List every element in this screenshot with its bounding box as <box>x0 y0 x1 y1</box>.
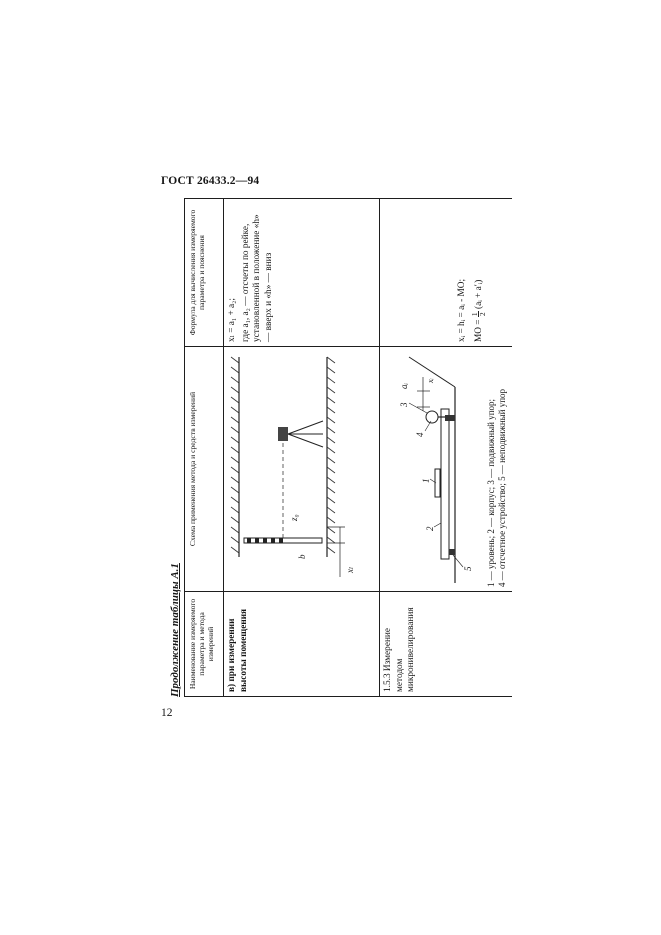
formula-room-height: xₗ = a₁ + a₂; где a₁, a₂ — отсчеты по ре… <box>223 198 380 347</box>
document-code-header: ГОСТ 26433.2—94 <box>161 175 260 187</box>
parameters-table: Наименование измеряемого параметра и мет… <box>184 198 512 697</box>
label-3: 3 <box>399 402 409 408</box>
legend-line-1: 1 — уровень; 2 — корпус; 3 — подвижный у… <box>485 398 496 587</box>
formula-xl: xₗ = a₁ + a₂; <box>227 297 237 342</box>
label-xl: xₗ <box>345 567 355 574</box>
micronivelling-legend: 1 — уровень; 2 — корпус; 3 — подвижный у… <box>486 351 509 587</box>
label-xi: xᵢ <box>426 378 435 384</box>
level-instrument <box>278 420 324 448</box>
column-header-formula: Формула для вычисления измеряемого парам… <box>184 198 224 347</box>
fixed-stop <box>449 549 455 555</box>
row-name-micronivelling: 1.5.3 Измерение методом микронивелирован… <box>379 591 512 697</box>
scheme-micronivelling: aᵢ xᵢ 1 2 3 4 5 1 — уровень; 2 — корпус;… <box>379 346 512 592</box>
formula-explanation: где a₁, a₂ — отсчеты по рейке, установле… <box>240 214 274 342</box>
label-b: b <box>297 554 307 559</box>
column-header-parameter: Наименование измеряемого параметра и мет… <box>184 591 224 697</box>
micronivelling-diagram: aᵢ xᵢ 1 2 3 4 5 <box>399 356 473 583</box>
label-4: 4 <box>415 432 425 437</box>
rotated-table-block: Продолжение таблицы А.1 Наименование изм… <box>168 198 512 697</box>
legend-line-2: 4 — отсчетное устройство; 5 — неподвижны… <box>497 388 508 587</box>
table-header-row: Наименование измеряемого параметра и мет… <box>184 198 224 697</box>
table-row: в) при измерении высоты помещения <box>223 198 380 697</box>
reading-device <box>425 410 439 424</box>
page-number: 12 <box>161 707 173 719</box>
label-z0: z₀ <box>289 514 299 522</box>
row-name-room-height: в) при измерении высоты помещения <box>223 591 380 697</box>
device-body <box>440 408 450 560</box>
label-5: 5 <box>463 566 473 571</box>
bubble-level <box>434 468 441 498</box>
label-2: 2 <box>425 526 435 531</box>
label-1: 1 <box>421 479 431 484</box>
movable-stop <box>445 415 455 421</box>
scheme-room-height: xₗ b z₀ <box>223 346 380 592</box>
column-header-scheme: Схема применения метода и средств измере… <box>184 346 224 592</box>
table-row: 1.5.3 Измерение методом микронивелирован… <box>379 198 512 697</box>
room-height-diagram: xₗ b z₀ <box>230 356 355 577</box>
table-caption: Продолжение таблицы А.1 <box>169 563 181 697</box>
formula-xi: xᵢ = hᵢ = aᵢ - MO; <box>457 278 467 342</box>
label-ai: aᵢ <box>399 383 409 390</box>
